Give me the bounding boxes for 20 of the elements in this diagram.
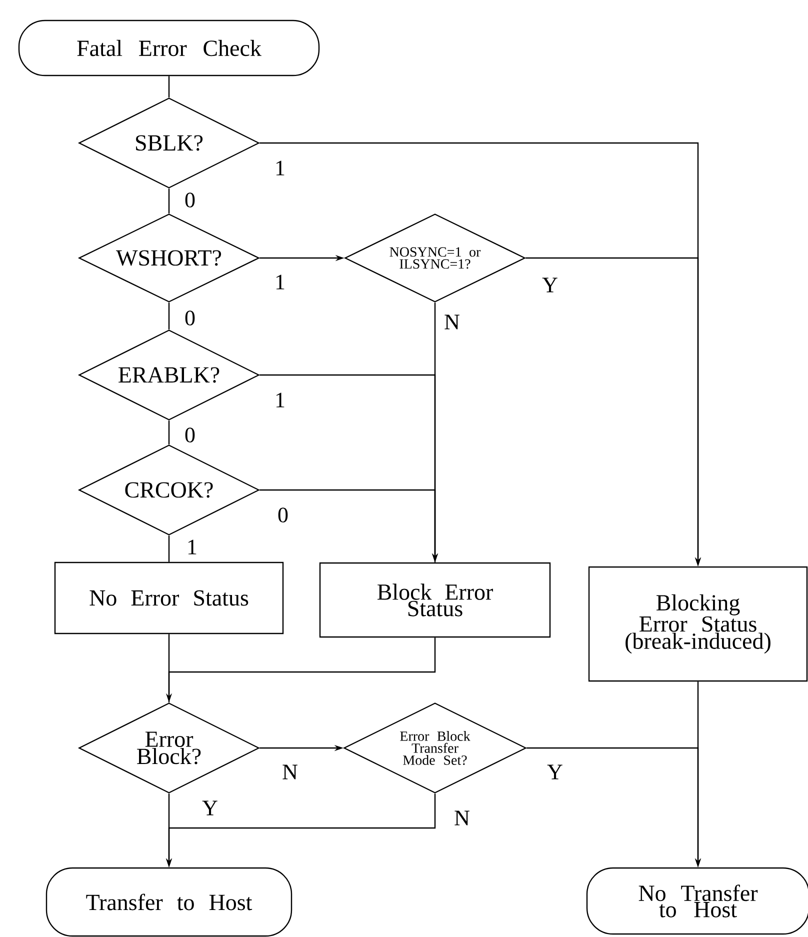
edge-label: 0 bbox=[184, 192, 196, 208]
terminal-box: No Transfer to Host bbox=[586, 867, 808, 935]
terminal-box: Transfer to Host bbox=[46, 867, 292, 937]
edge-label: 0 bbox=[184, 426, 196, 444]
edge-label: N bbox=[443, 314, 461, 330]
edge-label: Y bbox=[201, 800, 219, 816]
edge-label: Y bbox=[541, 276, 559, 294]
edge-label: 1 bbox=[274, 392, 286, 408]
process-box: Blocking Error Status (break-induced) bbox=[588, 566, 808, 682]
edge-label: N bbox=[453, 810, 471, 826]
edge-label: 1 bbox=[274, 160, 286, 176]
edge-label: Y bbox=[546, 764, 564, 780]
terminal-box: Fatal Error Check bbox=[18, 20, 320, 76]
edge-label: 0 bbox=[184, 310, 196, 326]
edge-label: N bbox=[281, 764, 299, 780]
process-box: No Error Status bbox=[54, 562, 284, 634]
edge-label: 1 bbox=[186, 538, 198, 556]
process-box: Block Error Status bbox=[319, 562, 551, 638]
edge-label: 1 bbox=[274, 274, 286, 290]
edge-label: 0 bbox=[276, 506, 290, 524]
